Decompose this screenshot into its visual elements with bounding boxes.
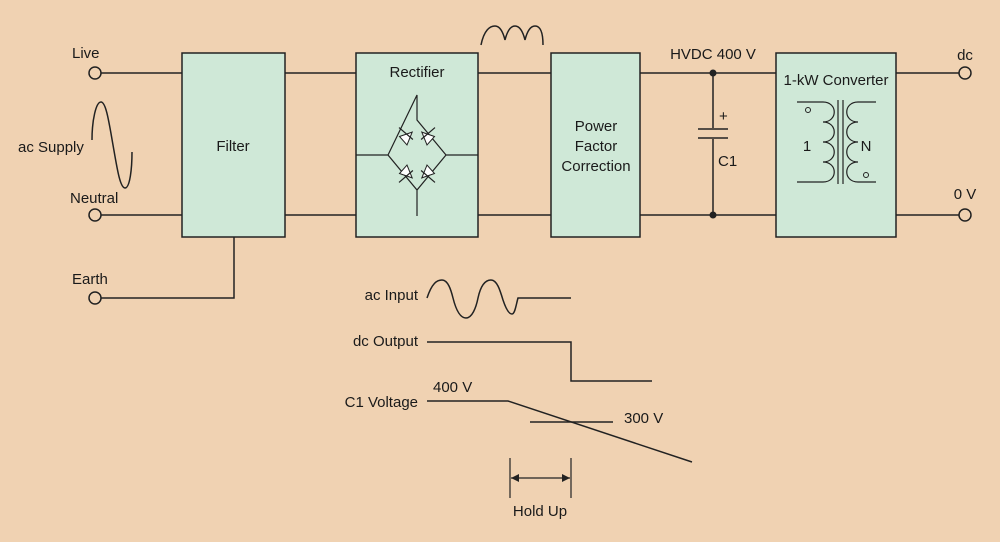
pfc-label-line1: Power [575,118,618,135]
capacitor-polarity: + [719,108,728,125]
hvdc-label: HVDC 400 V [670,46,756,63]
ac-input-label: ac Input [365,287,419,304]
filter-block [181,52,286,238]
filter-label: Filter [216,138,249,155]
live-terminal [88,66,102,80]
dc-output-label: dc Output [353,333,419,350]
pfc-label-line2: Factor [575,138,618,155]
ac-supply-label: ac Supply [18,139,84,156]
output-wires [896,72,959,216]
neutral-label: Neutral [70,190,118,207]
c1-voltage-label: C1 Voltage [345,394,418,411]
filter-rectifier-wires [285,72,356,216]
v-threshold-label: 300 V [624,410,663,427]
neutral-terminal [88,208,102,222]
rectifier-pfc-wires [478,72,551,216]
hold-up-bracket [509,458,572,498]
hold-up-label: Hold Up [513,503,567,520]
c1-voltage-waveform [427,400,693,463]
dc-output-waveform [427,341,652,382]
converter-label: 1-kW Converter [783,72,888,89]
zero-v-terminal [958,208,972,222]
dc-out-label: dc [957,47,973,64]
pfc-block [550,52,641,238]
zero-v-label: 0 V [954,186,977,203]
ac-input-waveform [426,279,571,319]
input-wires [101,72,182,216]
rectified-wave-icon [480,25,544,46]
pfc-label-line3: Correction [561,158,630,175]
transformer-secondary-label: N [861,138,872,155]
v-start-label: 400 V [433,379,472,396]
ac-sine-icon [91,101,133,189]
transformer-icon [797,100,876,184]
dc-out-terminal [958,66,972,80]
rectifier-label: Rectifier [389,64,444,81]
transformer-primary-label: 1 [803,138,811,155]
converter-block [775,52,897,238]
live-label: Live [72,45,100,62]
diode-bridge-icon [356,94,478,216]
capacitor-c1-icon [698,73,728,215]
capacitor-label: C1 [718,153,737,170]
earth-terminal [88,291,102,305]
earth-wire [101,237,235,299]
hvdc-bus-wires [640,72,776,216]
earth-label: Earth [72,271,108,288]
